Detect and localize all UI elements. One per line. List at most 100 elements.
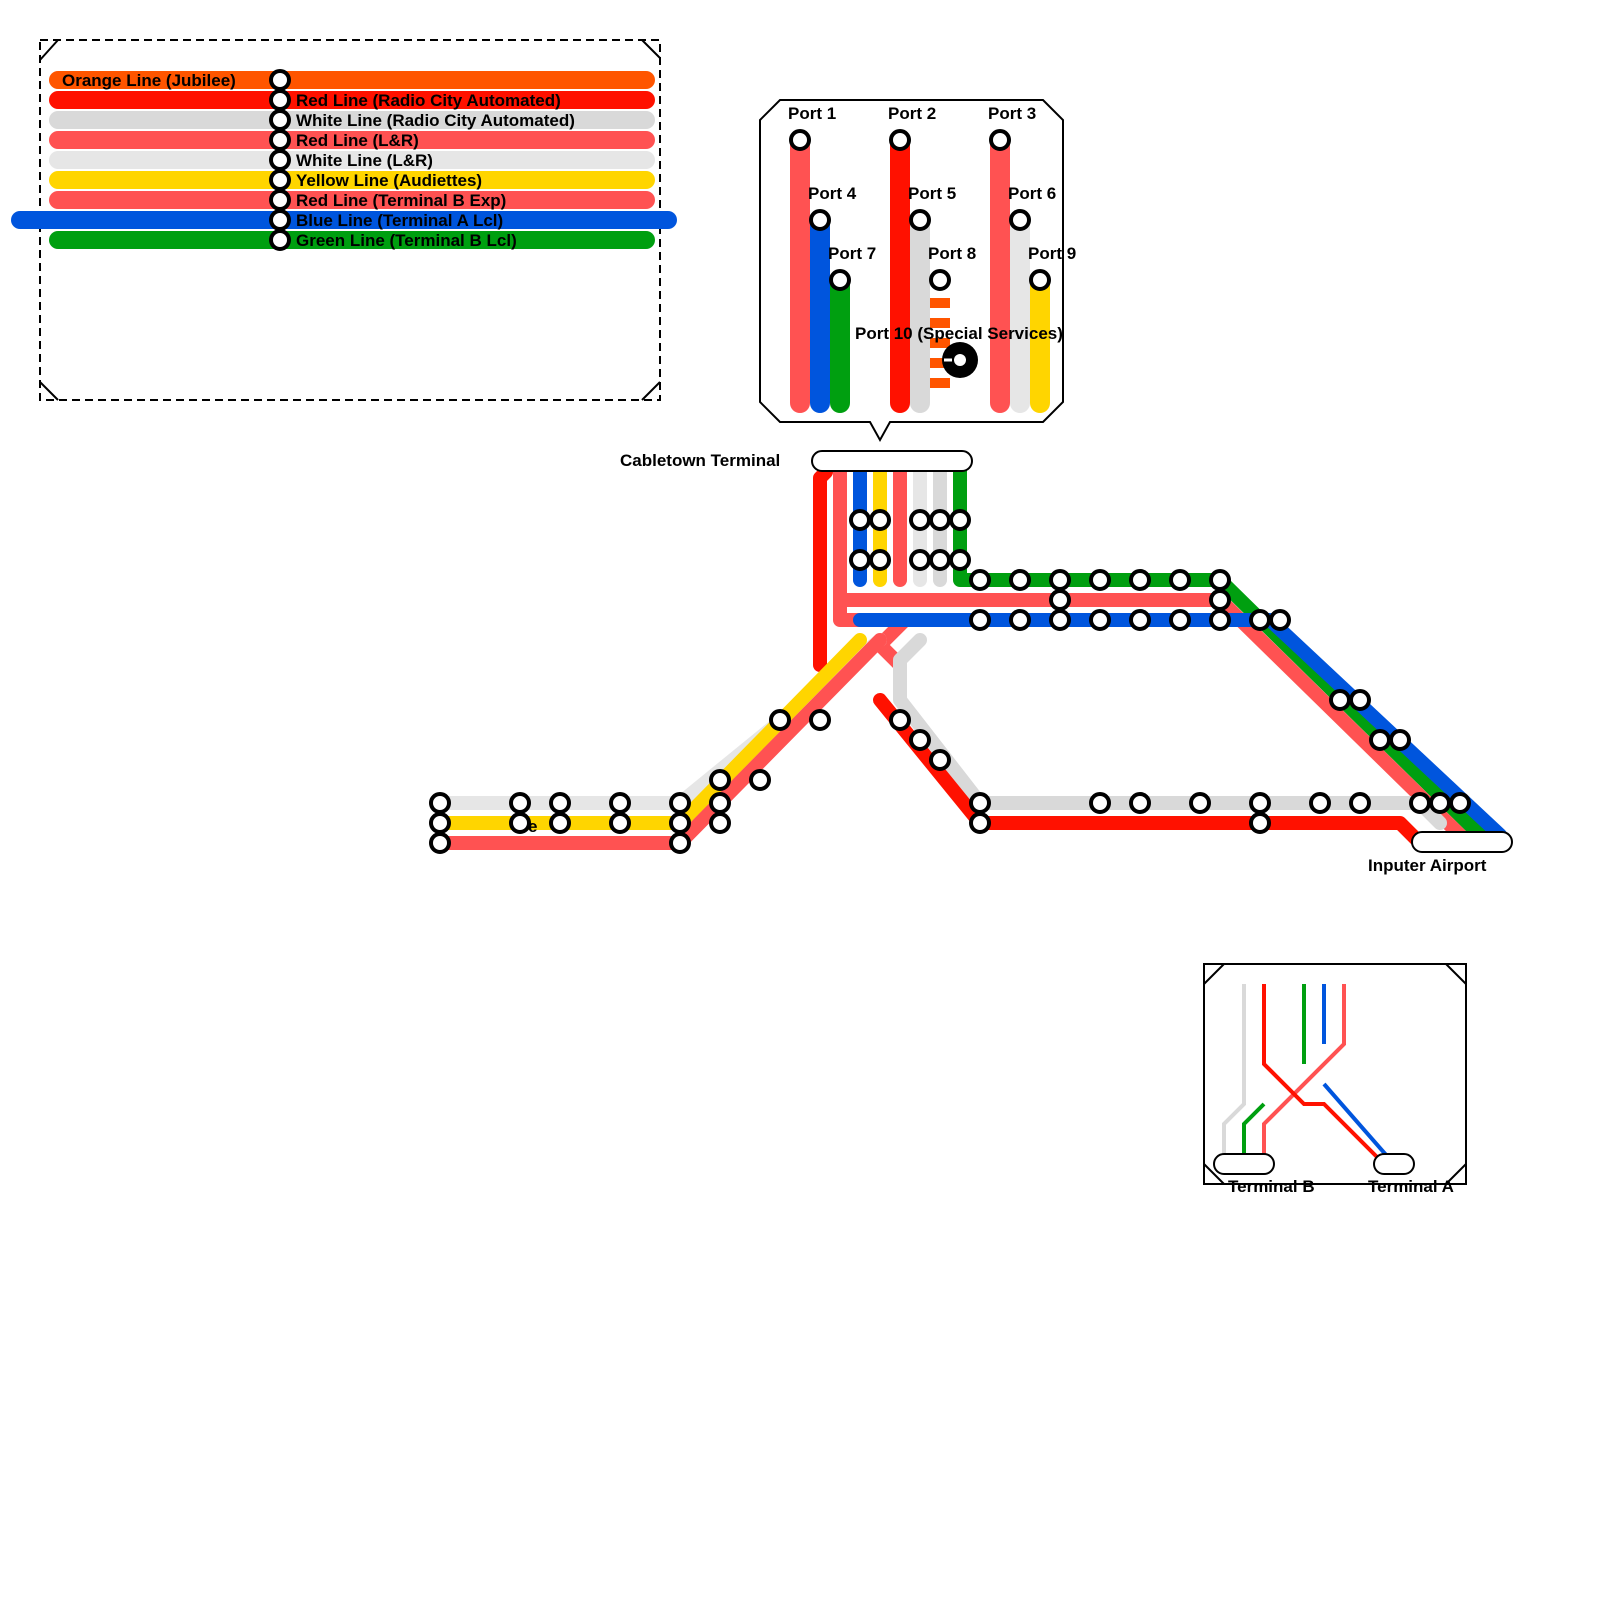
station-marker — [929, 509, 951, 531]
cabletown-terminal — [811, 450, 973, 472]
station-marker — [1369, 729, 1391, 751]
inset-red-line-lr — [1262, 984, 1346, 1164]
inset-green-line-b — [1242, 1102, 1266, 1164]
station-marker — [669, 812, 691, 834]
station-marker — [849, 549, 871, 571]
legend-item-label: Yellow Line (Audiettes) — [296, 171, 482, 190]
station-marker — [949, 509, 971, 531]
port-station-marker — [1029, 269, 1051, 291]
station-marker — [969, 569, 991, 591]
inset-blue-line-a — [1322, 1082, 1396, 1166]
station-marker — [1169, 569, 1191, 591]
port-callout: Port 1 Port 2 Port 3 Port 4 Port 5 Port … — [759, 99, 1076, 443]
inset-terminal-a-label: Terminal A — [1368, 1177, 1454, 1196]
station-marker — [849, 509, 871, 531]
legend-item-label: Red Line (Terminal B Exp) — [296, 191, 506, 210]
legend-item-label: Green Line (Terminal B Lcl) — [296, 231, 517, 250]
station-marker — [429, 792, 451, 814]
station-marker — [1349, 689, 1371, 711]
legend-bars — [11, 69, 677, 251]
legend-station-marker — [269, 129, 291, 151]
station-marker — [869, 549, 891, 571]
station-marker — [669, 832, 691, 854]
station-marker — [669, 792, 691, 814]
station-marker — [1209, 589, 1231, 611]
network-lines — [433, 463, 1507, 850]
station-marker — [869, 509, 891, 531]
station-marker — [1009, 569, 1031, 591]
station-marker — [749, 769, 771, 791]
station-marker — [709, 812, 731, 834]
line-red-radio-city — [813, 465, 833, 672]
legend-station-marker — [269, 149, 291, 171]
station-marker — [949, 549, 971, 571]
station-markers — [429, 509, 1471, 854]
legend-station-marker — [269, 209, 291, 231]
station-marker — [1449, 792, 1471, 814]
port-station-marker — [989, 129, 1011, 151]
legend-station-marker — [269, 89, 291, 111]
station-marker — [1389, 729, 1411, 751]
inset-terminal-a — [1373, 1153, 1415, 1175]
station-marker — [1209, 569, 1231, 591]
station-marker — [929, 749, 951, 771]
legend-item-label: Orange Line (Jubilee) — [62, 71, 236, 90]
legend-station-marker — [269, 189, 291, 211]
port2-label: Port 2 — [888, 104, 936, 123]
port-station-marker — [929, 269, 951, 291]
inset-corner — [1203, 963, 1467, 1185]
inset-map: Terminal B Terminal A — [1203, 963, 1467, 1196]
station-marker — [509, 792, 531, 814]
legend: Orange Line (Jubilee) Red Line (Radio Cit… — [11, 39, 677, 401]
legend-labels: Orange Line (Jubilee) Red Line (Radio Cit… — [62, 71, 575, 250]
station-marker — [609, 812, 631, 834]
station-marker — [709, 769, 731, 791]
station-marker — [1049, 609, 1071, 631]
port-station-marker — [889, 129, 911, 151]
station-marker — [1089, 792, 1111, 814]
station-marker — [909, 729, 931, 751]
line-blue — [853, 613, 1507, 842]
port10-hub-center — [954, 354, 966, 366]
legend-item-label: White Line (Radio City Automated) — [296, 111, 575, 130]
port-station-marker — [909, 209, 931, 231]
station-marker — [889, 709, 911, 731]
port10-label: Port 10 (Special Services) — [855, 324, 1063, 343]
station-marker — [809, 709, 831, 731]
station-marker — [1129, 609, 1151, 631]
inset-terminal-b — [1213, 1153, 1275, 1175]
legend-item-label: Red Line (Radio City Automated) — [296, 91, 561, 110]
port9-label: Port 9 — [1028, 244, 1076, 263]
inset-terminal-b-label: Terminal B — [1228, 1177, 1315, 1196]
station-marker — [1269, 609, 1291, 631]
station-marker — [929, 549, 951, 571]
station-marker — [549, 792, 571, 814]
station-marker — [1129, 792, 1151, 814]
line-red-lr-west — [433, 633, 887, 850]
station-marker — [1189, 792, 1211, 814]
station-marker — [909, 509, 931, 531]
port-station-marker — [829, 269, 851, 291]
station-marker — [1089, 569, 1111, 591]
port8-label: Port 8 — [928, 244, 976, 263]
inset-red-line — [1262, 984, 1386, 1166]
station-marker — [549, 812, 571, 834]
port-station-marker — [789, 129, 811, 151]
inputer-airport-terminal — [1411, 831, 1513, 853]
station-marker — [1249, 812, 1271, 834]
west-station-fragment-label: e — [528, 817, 537, 836]
port6-label: Port 6 — [1008, 184, 1056, 203]
legend-station-marker — [269, 169, 291, 191]
station-marker — [1429, 792, 1451, 814]
legend-item-label: Blue Line (Terminal A Lcl) — [296, 211, 503, 230]
port4-label: Port 4 — [808, 184, 857, 203]
inset-white-line — [1222, 984, 1246, 1164]
port-station-marker — [1009, 209, 1031, 231]
station-marker — [1209, 609, 1231, 631]
legend-item-label: Red Line (L&R) — [296, 131, 419, 150]
port-station-marker — [809, 209, 831, 231]
port3-label: Port 3 — [988, 104, 1036, 123]
cabletown-label: Cabletown Terminal — [620, 451, 780, 470]
station-marker — [1409, 792, 1431, 814]
